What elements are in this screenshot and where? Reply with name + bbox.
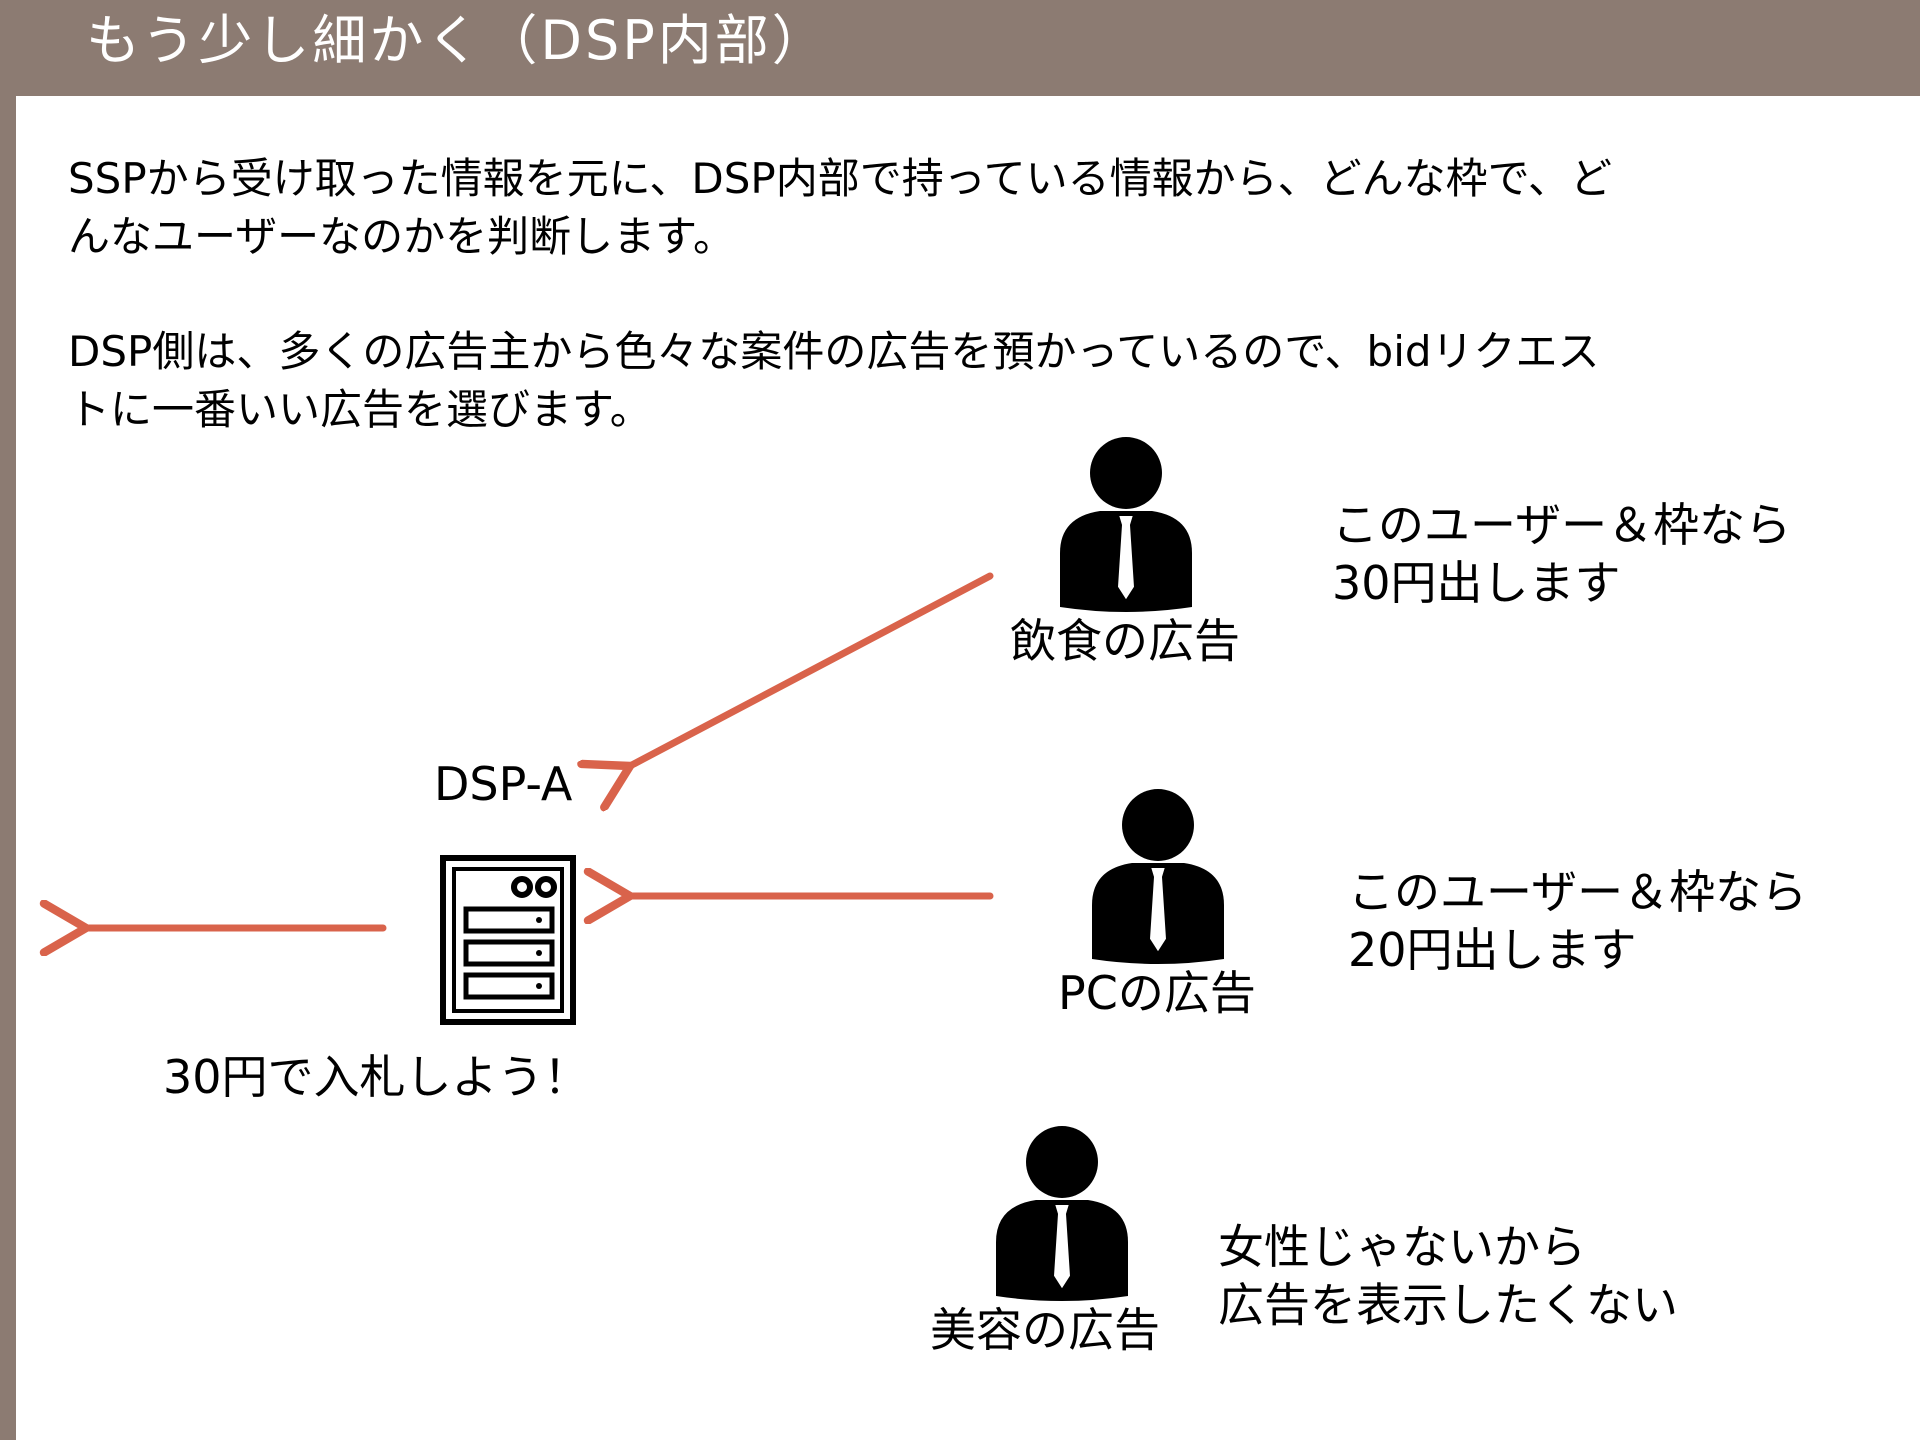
comment-line-2: 30円出します: [1332, 556, 1621, 610]
detail-paragraph: DSP側は、多くの広告主から色々な案件の広告を預かっているので、bidリクエス …: [68, 323, 1828, 439]
intro-line-2: んなユーザーなのかを判断します。: [68, 212, 735, 261]
dsp-name: DSP-A: [434, 757, 573, 811]
slide-title: もう少し細かく（DSP内部）: [86, 9, 829, 72]
advertiser-pc-comment: このユーザー＆枠なら 20円出します: [1348, 863, 1807, 979]
advertiser-food-label: 飲食の広告: [1010, 614, 1240, 668]
advertiser-person-icon: [1060, 437, 1192, 612]
advertiser-person-icon: [1092, 789, 1224, 964]
intro-paragraph: SSPから受け取った情報を元に、DSP内部で持っている情報から、どんな枠で、ど …: [68, 150, 1828, 266]
advertiser-food-comment: このユーザー＆枠なら 30円出します: [1332, 496, 1791, 612]
advertiser-beauty-comment: 女性じゃないから 広告を表示したくない: [1218, 1218, 1678, 1334]
detail-line-2: トに一番いい広告を選びます。: [68, 385, 652, 434]
comment-line-1: このユーザー＆枠なら: [1348, 865, 1808, 919]
comment-line-2: 20円出します: [1348, 923, 1637, 977]
bid-text: 30円で入札しよう！: [163, 1050, 590, 1104]
title-bar: もう少し細かく（DSP内部）: [0, 0, 1920, 96]
comment-line-1: このユーザー＆枠なら: [1332, 498, 1792, 552]
server-icon: [440, 855, 576, 1025]
comment-line-2: 広告を表示したくない: [1218, 1278, 1678, 1332]
advertiser-beauty-label: 美容の広告: [930, 1303, 1160, 1357]
advertiser-person-icon: [996, 1126, 1128, 1301]
detail-line-1: DSP側は、多くの広告主から色々な案件の広告を預かっているので、bidリクエス: [68, 327, 1600, 376]
intro-line-1: SSPから受け取った情報を元に、DSP内部で持っている情報から、どんな枠で、ど: [68, 154, 1612, 203]
comment-line-1: 女性じゃないから: [1218, 1220, 1586, 1274]
advertiser-pc-label: PCの広告: [1058, 966, 1256, 1020]
